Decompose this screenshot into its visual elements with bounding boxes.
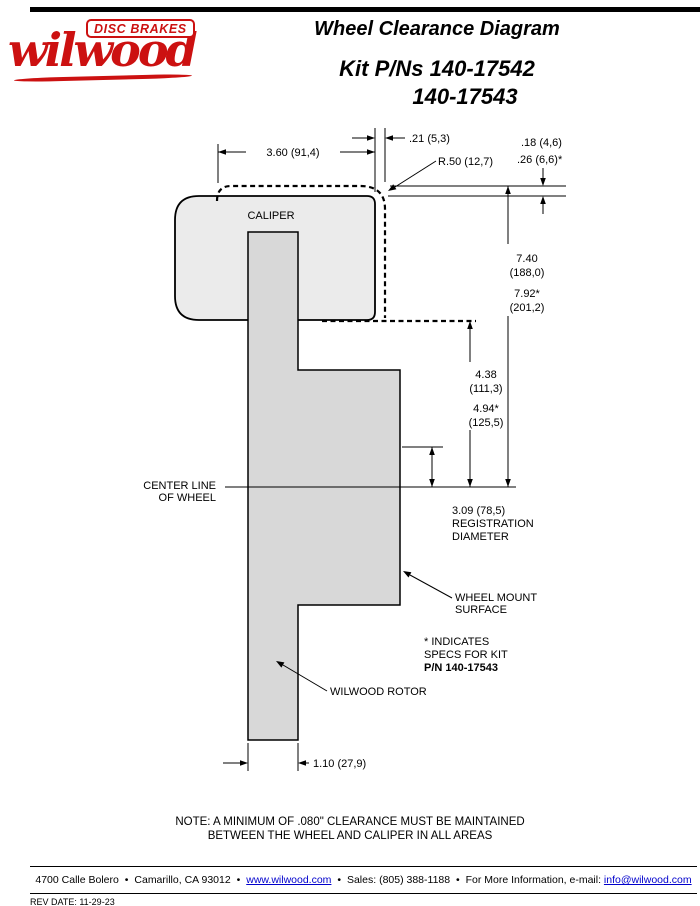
clearance-note-line1: NOTE: A MINIMUM OF .080" CLEARANCE MUST … [175,816,525,828]
wheel-clearance-drawing: CALIPER 3.60 (91,4) .21 (5,3) R.50 (12,7… [143,128,566,771]
arrowhead [467,321,473,329]
arrowhead [388,184,397,191]
arrowhead [298,760,306,766]
dim-mid-mm-label: (111,3) [469,383,502,395]
arrowhead [429,447,435,455]
dim-height-in-label: 7.40 [516,253,537,265]
dim-radius-label: R.50 (12,7) [438,156,493,168]
bullet-separator: • [124,874,129,886]
arrowhead [540,178,546,186]
dim-mid-alt-in-label: 4.94* [473,403,499,415]
footer-sales: Sales: (805) 388-1188 [346,874,451,886]
dim-height-mm-label: (188,0) [510,267,545,279]
disc-brakes-badge: DISC BRAKES [86,19,195,38]
arrowhead [505,186,511,194]
dim-registration-label: 3.09 (78,5) [452,505,505,517]
footer-contact-line: 4700 Calle Bolero • Camarillo, CA 93012 … [30,874,697,886]
arrowhead [467,479,473,487]
centerline-label-line2: OF WHEEL [159,492,216,504]
disc-brakes-label: DISC BRAKES [94,22,187,36]
arrowhead [367,149,375,155]
star-note-line3: P/N 140-17543 [424,662,498,674]
leader-line [394,160,437,188]
top-rule-bar [30,7,700,12]
dimension-lines [217,128,566,771]
dim-height-alt-in-label: 7.92* [514,288,540,300]
arrowhead [540,196,546,204]
bullet-separator: • [236,874,241,886]
centerline-label-line1: CENTER LINE [143,480,216,492]
dim-mid-in-label: 4.38 [475,369,496,381]
leader-line [282,664,328,692]
dim-caliper-width-label: 3.60 (91,4) [266,147,319,159]
clearance-note-line2: BETWEEN THE WHEEL AND CALIPER IN ALL ARE… [207,830,493,842]
arrowhead [385,135,393,141]
dim-mid-alt-mm-label: (125,5) [469,417,504,429]
dim-height-alt-mm-label: (201,2) [510,302,545,314]
kit-part-numbers-line1: Kit P/Ns 140-17542 [339,56,535,81]
arrowhead [240,760,248,766]
star-note-line2: SPECS FOR KIT [424,649,508,661]
email-link[interactable]: info@wilwood.com [603,874,692,886]
arrowhead [367,135,375,141]
caliper-label: CALIPER [247,210,294,222]
diagram-labels: CALIPER 3.60 (91,4) .21 (5,3) R.50 (12,7… [143,133,563,770]
arrowhead [218,149,226,155]
footer-top-rule [30,866,697,867]
rev-date: REV DATE: 11-29-23 [30,897,115,906]
bullet-separator: • [337,874,342,886]
arrowhead [276,661,285,668]
wheel-mount-label-line1: WHEEL MOUNT [455,592,537,604]
clearance-envelope-dashed [215,184,387,318]
arrowhead [403,571,412,578]
wilwood-logo: DISC BRAKES wilwood [8,16,228,83]
bullet-separator: • [456,874,460,886]
kit-part-numbers-line2: 140-17543 [412,84,518,109]
arrowhead [505,479,511,487]
arrowhead [429,479,435,487]
dim-clearance-top-label: .18 (4,6) [521,137,562,149]
page-title: Wheel Clearance Diagram [314,18,560,40]
dim-clearance-top-alt-label: .26 (6,6)* [517,154,563,166]
registration-label-line2: DIAMETER [452,531,509,543]
footer-address: 4700 Calle Bolero [35,874,119,886]
rotor-label: WILWOOD ROTOR [330,686,427,698]
leader-line [409,574,453,599]
registration-label-line1: REGISTRATION [452,518,534,530]
rotor-and-hat-shape [247,231,401,741]
wheel-mount-label-line2: SURFACE [455,604,507,616]
footer-more-info: For More Information, e-mail: [465,874,601,886]
footer-bottom-rule [30,893,697,894]
website-link[interactable]: www.wilwood.com [246,874,332,886]
clearance-note: NOTE: A MINIMUM OF .080" CLEARANCE MUST … [0,815,700,843]
footer-city: Camarillo, CA 93012 [134,874,231,886]
star-note-line1: * INDICATES [424,636,489,648]
dim-offset-right-label: .21 (5,3) [409,133,450,145]
dim-rotor-width-label: 1.10 (27,9) [313,758,366,770]
